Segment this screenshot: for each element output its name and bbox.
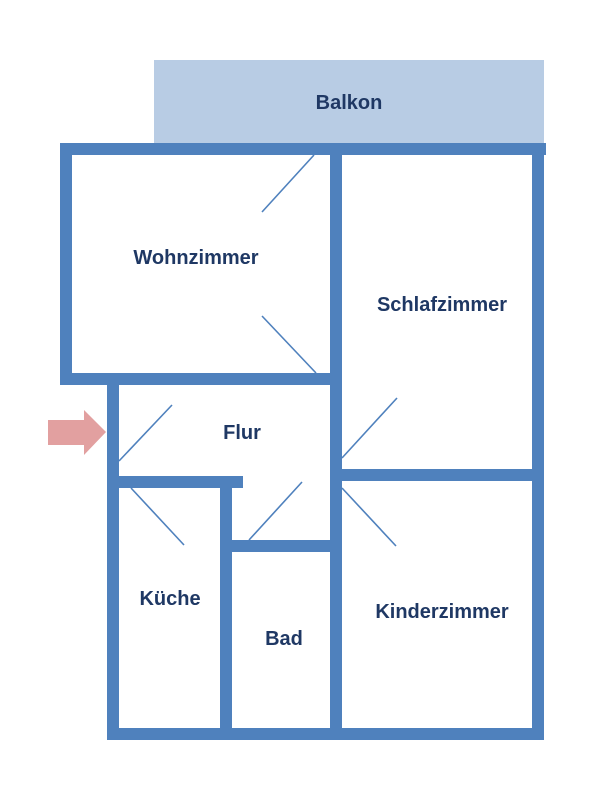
right-arrow-icon [48, 410, 106, 455]
door-kinderzimmer [341, 487, 397, 547]
wall-schlaf-kinder [330, 469, 544, 481]
wall-wohnzimmer-bottom [60, 373, 342, 385]
room-label-balkon: Balkon [316, 92, 383, 114]
door-schlafzimmer [341, 397, 398, 459]
door-wohnzimmer-balkon [261, 154, 315, 213]
walls [60, 143, 546, 740]
room-label-schlafzimmer: Schlafzimmer [377, 294, 507, 316]
room-label-flur: Flur [223, 422, 261, 444]
wall-bad-top [220, 540, 342, 552]
door-wohnzimmer-flur [261, 315, 317, 374]
wall-left-upper [60, 143, 72, 385]
door-entrance [118, 404, 173, 462]
balcony-area [154, 60, 544, 143]
room-label-bad: Bad [265, 628, 303, 650]
door-bad [248, 481, 303, 541]
room-label-kinderzimmer: Kinderzimmer [375, 601, 509, 623]
doors [118, 154, 398, 547]
room-label-wohnzimmer: Wohnzimmer [133, 247, 258, 269]
wall-bottom [107, 728, 544, 740]
wall-center-vertical [330, 143, 342, 739]
door-kueche [130, 487, 185, 546]
room-label-kueche: Küche [139, 588, 200, 610]
wall-left-lower [107, 373, 119, 739]
wall-kueche-bad [220, 476, 232, 739]
wall-top [60, 143, 546, 155]
wall-flur-kueche [107, 476, 243, 488]
wall-right [532, 143, 544, 739]
